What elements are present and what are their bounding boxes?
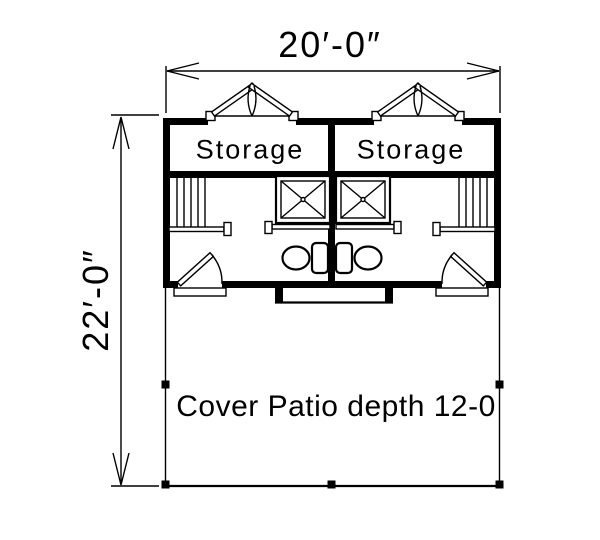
exterior-walls: [163, 118, 501, 288]
room-label-storage-left: Storage: [195, 134, 305, 165]
interior-walls: [170, 125, 494, 281]
shower-right: [334, 174, 402, 235]
dimension-height-label: 22′-0″: [75, 248, 116, 352]
dimension-width-label: 20′-0″: [278, 24, 382, 65]
entry-door-left: [173, 251, 227, 297]
room-label-storage-right: Storage: [356, 134, 466, 165]
toilet-left: [281, 241, 330, 275]
patio-label: Cover Patio depth 12-0: [176, 390, 496, 423]
patio-outline: [164, 288, 501, 488]
dimension-width: [165, 62, 501, 113]
stairs-right: [432, 178, 496, 237]
dimension-height: [111, 114, 159, 487]
toilet-right: [334, 241, 383, 275]
patio-step: [275, 288, 393, 304]
entry-door-right: [435, 251, 489, 297]
shower-left: [264, 174, 332, 235]
stairs-left: [168, 178, 232, 237]
patio-posts: [161, 380, 504, 489]
double-door-right: [371, 82, 465, 122]
double-door-left: [205, 82, 299, 122]
